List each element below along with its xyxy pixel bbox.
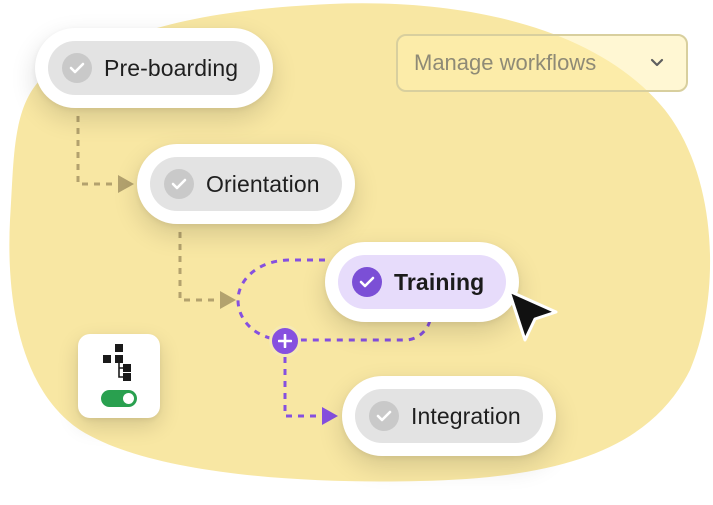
step-label: Pre-boarding — [104, 54, 239, 81]
step-label: Integration — [411, 402, 521, 429]
add-step-button[interactable] — [269, 325, 301, 357]
check-circle-icon — [164, 169, 194, 199]
step-integration[interactable]: Integration — [342, 376, 556, 456]
step-pill: Integration — [355, 389, 543, 443]
manage-workflows-dropdown[interactable]: Manage workflows — [396, 34, 688, 92]
check-circle-icon — [62, 53, 92, 83]
check-circle-icon — [369, 401, 399, 431]
chevron-down-icon — [648, 54, 666, 72]
check-circle-icon — [352, 267, 382, 297]
flowchart-icon — [103, 344, 131, 381]
step-pill: Training — [338, 255, 507, 309]
step-label: Training — [394, 268, 485, 295]
workflow-enabled-toggle[interactable] — [101, 390, 137, 407]
workflow-toggle-card — [78, 334, 160, 418]
step-orientation[interactable]: Orientation — [137, 144, 355, 224]
step-pill: Orientation — [150, 157, 342, 211]
step-preboarding[interactable]: Pre-boarding — [35, 28, 274, 108]
step-pill: Pre-boarding — [48, 41, 261, 95]
toggle-knob — [123, 393, 134, 404]
plus-icon — [278, 334, 292, 348]
mouse-cursor-icon — [507, 289, 558, 342]
dropdown-label: Manage workflows — [414, 50, 597, 75]
step-training[interactable]: Training — [325, 242, 520, 322]
step-label: Orientation — [206, 170, 320, 197]
